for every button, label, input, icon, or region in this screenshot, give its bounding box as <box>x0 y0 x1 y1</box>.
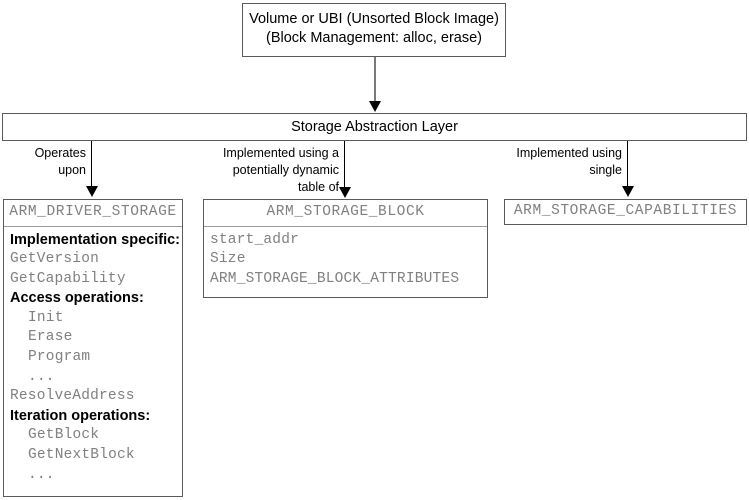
list-item: GetNextBlock <box>28 447 135 464</box>
list-item: GetBlock <box>28 427 100 444</box>
list-item: Erase <box>28 329 73 346</box>
arm-storage-block-box: ARM_STORAGE_BLOCK start_addr Size ARM_ST… <box>203 199 488 298</box>
edge-volume-to-layer-arrowhead <box>369 101 381 112</box>
list-item: Program <box>28 349 91 366</box>
arm-storage-capabilities-box: ARM_STORAGE_CAPABILITIES <box>504 199 747 225</box>
list-item: start_addr <box>210 231 300 248</box>
list-item: ... <box>28 466 55 483</box>
arm-storage-block-title: ARM_STORAGE_BLOCK <box>204 200 487 227</box>
edge-layer-to-capabilities-arrowhead <box>622 186 634 197</box>
list-item: Size <box>210 251 246 267</box>
edge-label-operates-upon: Operates upon <box>34 146 86 177</box>
volume-ubi-box: Volume or UBI (Unsorted Block Image) (Bl… <box>242 3 506 57</box>
edge-volume-to-layer-line <box>374 57 376 105</box>
arm-driver-storage-member-list: Implementation specific: GetVersion GetC… <box>4 227 182 492</box>
edge-layer-to-block-arrowhead <box>339 187 351 198</box>
volume-ubi-line-2: (Block Management: alloc, erase) <box>266 30 482 46</box>
arm-driver-storage-title: ARM_DRIVER_STORAGE <box>4 200 182 227</box>
list-item: Init <box>28 309 64 326</box>
list-item: GetVersion <box>10 251 100 268</box>
edge-label-implemented-single: Implemented using single <box>516 146 622 177</box>
list-item: Iteration operations: <box>10 407 151 424</box>
list-item: ... <box>28 368 55 385</box>
edge-layer-to-block-line <box>344 141 345 194</box>
arm-driver-storage-box: ARM_DRIVER_STORAGE Implementation specif… <box>3 199 183 497</box>
arm-storage-block-field-list: start_addr Size ARM_STORAGE_BLOCK_ATTRIB… <box>204 227 487 296</box>
storage-abstraction-layer-label: Storage Abstraction Layer <box>291 119 458 135</box>
edge-layer-to-capabilities-line <box>627 141 628 189</box>
volume-ubi-line-1: Volume or UBI (Unsorted Block Image) <box>249 11 499 27</box>
list-item: ARM_STORAGE_BLOCK_ATTRIBUTES <box>210 270 460 287</box>
edge-layer-to-driver-line <box>91 141 92 189</box>
edge-label-implemented-table: Implemented using a potentially dynamic … <box>222 146 339 194</box>
list-item: ResolveAddress <box>10 388 135 405</box>
list-item: Access operations: <box>10 290 144 307</box>
list-item: Implementation specific: <box>10 231 181 248</box>
storage-abstraction-layer-box: Storage Abstraction Layer <box>2 113 747 141</box>
edge-layer-to-driver-arrowhead <box>86 186 98 197</box>
arm-storage-capabilities-title: ARM_STORAGE_CAPABILITIES <box>513 203 738 219</box>
list-item: GetCapability <box>10 270 126 287</box>
